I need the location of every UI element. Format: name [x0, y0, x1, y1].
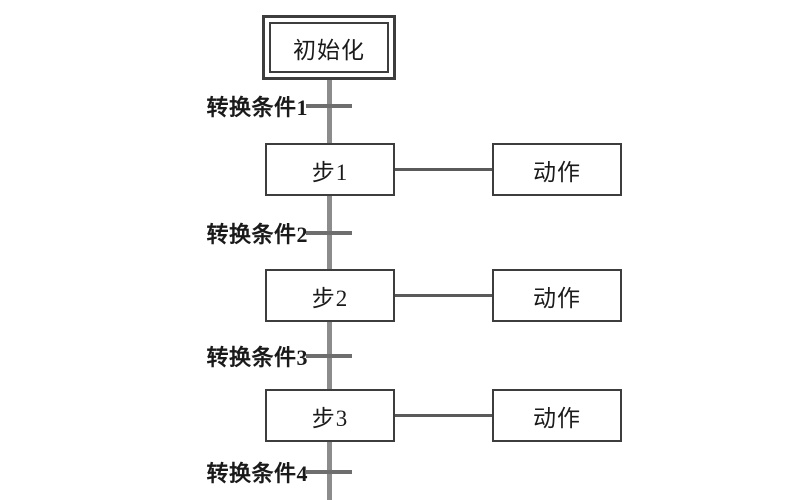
step-label-1: 步1: [311, 159, 349, 185]
step-box-1[interactable]: 步1: [265, 143, 395, 196]
action-label-1: 动作: [533, 159, 581, 185]
step-action-connector-1: [395, 168, 492, 171]
action-box-2[interactable]: 动作: [492, 269, 622, 322]
step-box-3[interactable]: 步3: [265, 389, 395, 442]
step-action-connector-2: [395, 294, 492, 297]
transition-tick-1: [306, 104, 352, 108]
transition-label-4: 转换条件4: [206, 461, 308, 486]
action-label-3: 动作: [533, 405, 581, 431]
step-action-connector-3: [395, 414, 492, 417]
initial-step-box[interactable]: 初始化: [262, 15, 396, 80]
transition-tick-2: [306, 231, 352, 235]
transition-tick-4: [306, 470, 352, 474]
step-label-2: 步2: [311, 285, 349, 311]
step-label-3: 步3: [311, 405, 349, 431]
action-label-2: 动作: [533, 285, 581, 311]
step-box-2[interactable]: 步2: [265, 269, 395, 322]
transition-label-3: 转换条件3: [206, 345, 308, 370]
transition-tick-3: [306, 354, 352, 358]
trunk-line-segment-t2-to-step2: [327, 232, 332, 274]
trunk-line-segment-t3-to-step3: [327, 355, 332, 395]
transition-label-1: 转换条件1: [206, 95, 308, 120]
initial-step-inner-frame: 初始化: [269, 22, 389, 73]
transition-label-2: 转换条件2: [206, 222, 308, 247]
action-box-1[interactable]: 动作: [492, 143, 622, 196]
action-box-3[interactable]: 动作: [492, 389, 622, 442]
initial-step-label: 初始化: [293, 37, 365, 63]
trunk-line-segment-t1-to-step1: [327, 105, 332, 147]
